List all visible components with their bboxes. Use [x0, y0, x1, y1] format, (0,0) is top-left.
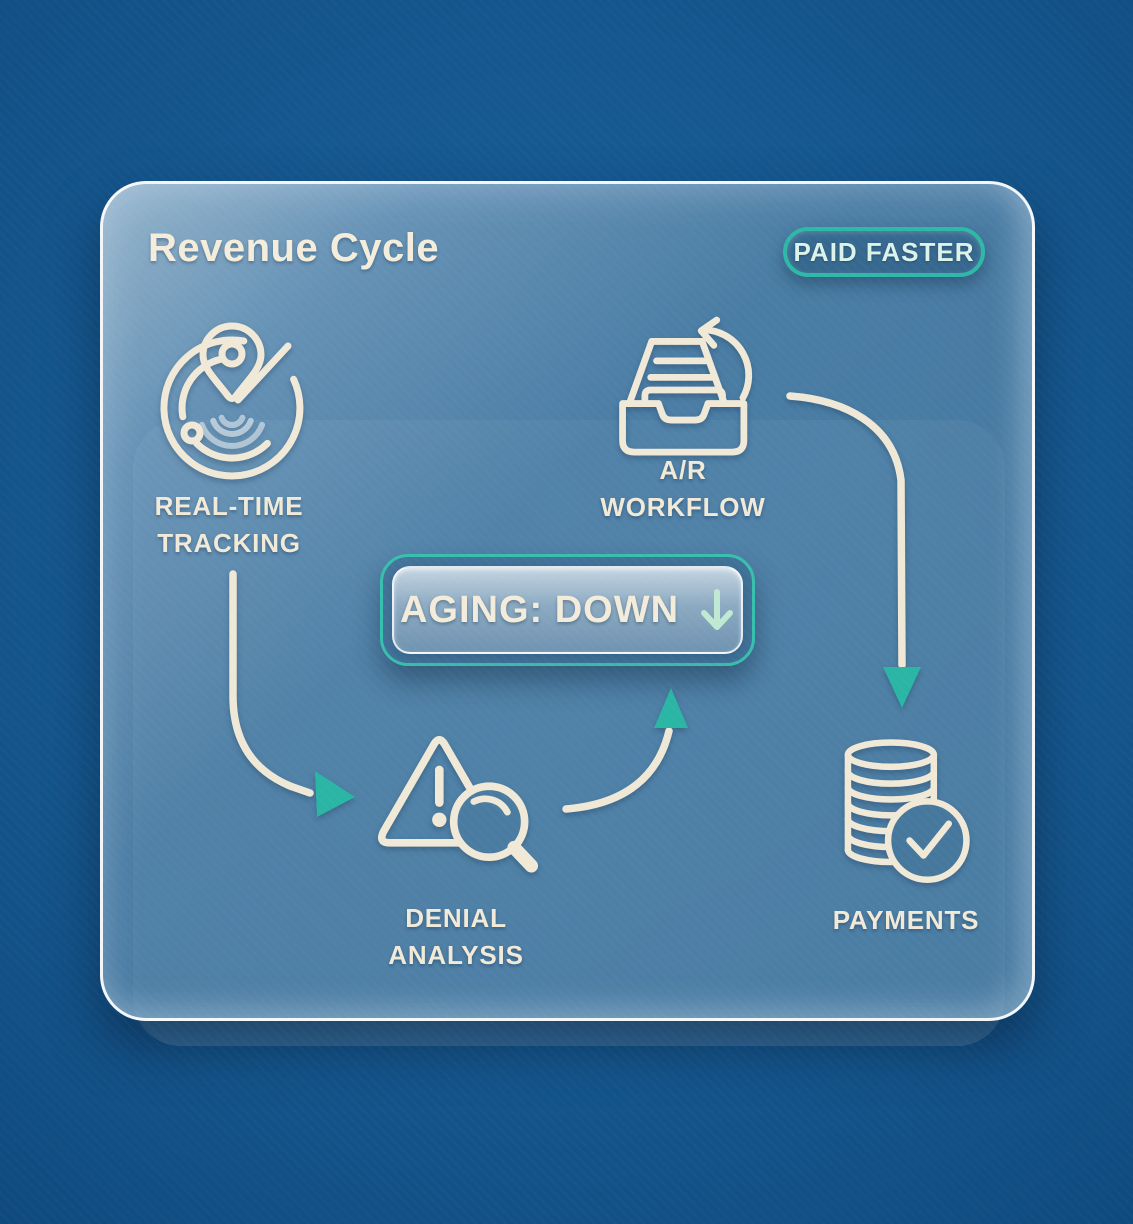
page-title: Revenue Cycle — [148, 226, 440, 270]
ar-workflow-label: A/R WORKFLOW — [600, 455, 766, 522]
coins-checkmark-icon — [844, 739, 970, 883]
radar-location-pin-icon — [160, 322, 304, 480]
warning-magnifier-icon — [377, 735, 539, 873]
arrow-denial-to-aging — [562, 688, 688, 813]
payments-label: PAYMENTS — [832, 905, 980, 935]
arrow-workflow-to-payments — [786, 392, 921, 708]
paid-faster-badge-label: PAID FASTER — [793, 236, 975, 267]
paid-faster-badge: PAID FASTER — [783, 227, 985, 277]
inbox-refresh-icon — [619, 316, 753, 456]
denial-analysis-label: DENIAL ANALYSIS — [388, 903, 524, 970]
down-arrow-icon — [701, 589, 734, 630]
arrow-tracking-to-denial — [229, 570, 355, 817]
aging-banner: AGING: DOWN — [380, 554, 755, 666]
aging-banner-text: AGING: DOWN — [399, 588, 680, 631]
real-time-tracking-label: REAL-TIME TRACKING — [154, 491, 304, 558]
aging-banner-inner: AGING: DOWN — [392, 566, 743, 654]
